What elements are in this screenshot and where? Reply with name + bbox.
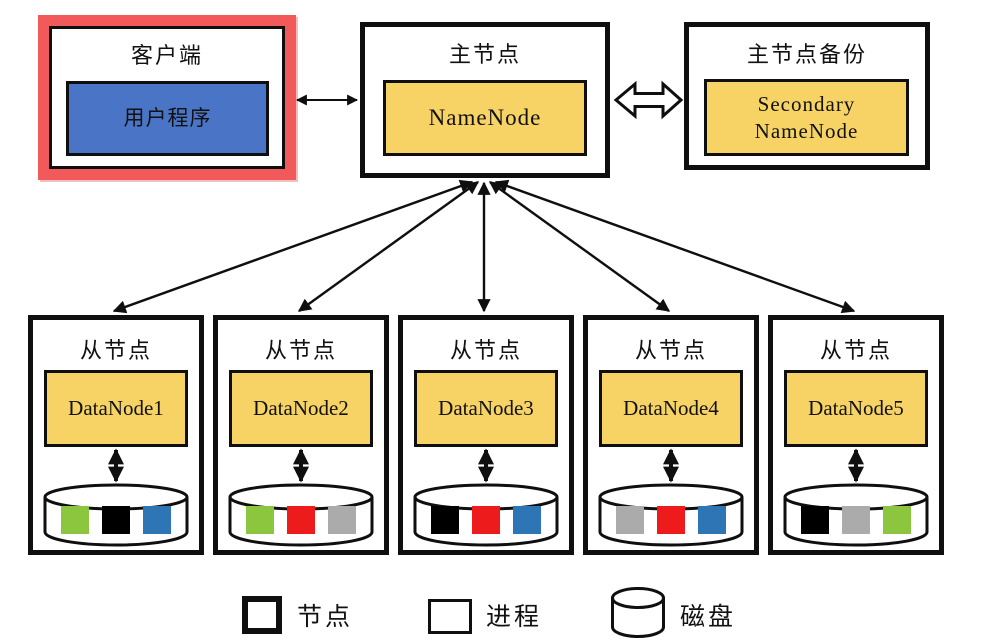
master-node: 主节点 NameNode xyxy=(360,22,610,178)
data-block xyxy=(513,506,541,534)
data-block xyxy=(328,506,356,534)
master-node-title: 主节点 xyxy=(448,42,521,67)
data-block xyxy=(801,506,829,534)
data-block xyxy=(842,506,870,534)
user-program-process-box: 用户程序 xyxy=(66,81,269,156)
slave-node-title: 从节点 xyxy=(449,338,522,363)
secondary-namenode-process-box: Secondary NameNode xyxy=(704,79,909,156)
slave-node-5: 从节点 DataNode5 xyxy=(768,315,944,555)
disk-blocks xyxy=(403,506,569,534)
data-block xyxy=(657,506,685,534)
slave-node-title: 从节点 xyxy=(79,338,152,363)
client-highlight-frame: 客户端 用户程序 xyxy=(38,15,296,180)
legend-node-symbol xyxy=(242,596,282,634)
data-block xyxy=(431,506,459,534)
master-slave-arrow-5 xyxy=(494,179,856,314)
slave-node-3: 从节点 DataNode3 xyxy=(398,315,574,555)
slave-node-1: 从节点 DataNode1 xyxy=(28,315,204,555)
data-block xyxy=(246,506,274,534)
secondary-node-title: 主节点备份 xyxy=(746,42,867,67)
data-block xyxy=(287,506,315,534)
master-secondary-sync-arrow xyxy=(613,80,684,120)
data-block xyxy=(102,506,130,534)
legend-node-label: 节点 xyxy=(297,604,354,631)
namenode-process-box: NameNode xyxy=(383,80,587,156)
disk-blocks xyxy=(773,506,939,534)
legend-disk-symbol xyxy=(611,587,665,638)
secondary-node: 主节点备份 Secondary NameNode xyxy=(684,22,930,170)
master-slave-arrow-4 xyxy=(488,181,671,312)
disk-blocks xyxy=(218,506,384,534)
client-node-title: 客户端 xyxy=(130,43,203,68)
legend-process-label: 进程 xyxy=(486,604,543,631)
disk-blocks xyxy=(588,506,754,534)
client-node: 客户端 用户程序 xyxy=(49,26,285,169)
data-block xyxy=(143,506,171,534)
datanode4-process-box: DataNode4 xyxy=(599,370,743,447)
master-slave-arrow-2 xyxy=(297,181,480,312)
disk-blocks xyxy=(33,506,199,534)
slave-node-title: 从节点 xyxy=(264,338,337,363)
legend-process-symbol xyxy=(428,599,472,634)
datanode3-process-box: DataNode3 xyxy=(414,370,558,447)
datanode5-process-box: DataNode5 xyxy=(784,370,928,447)
datanode2-process-box: DataNode2 xyxy=(229,370,373,447)
data-block xyxy=(616,506,644,534)
legend-disk-label: 磁盘 xyxy=(680,604,737,631)
slave-node-title: 从节点 xyxy=(634,338,707,363)
slave-node-title: 从节点 xyxy=(819,338,892,363)
data-block xyxy=(472,506,500,534)
data-block xyxy=(61,506,89,534)
data-block xyxy=(883,506,911,534)
data-block xyxy=(698,506,726,534)
slave-node-2: 从节点 DataNode2 xyxy=(213,315,389,555)
datanode1-process-box: DataNode1 xyxy=(44,370,188,447)
master-slave-arrow-1 xyxy=(112,179,474,314)
slave-node-4: 从节点 DataNode4 xyxy=(583,315,759,555)
